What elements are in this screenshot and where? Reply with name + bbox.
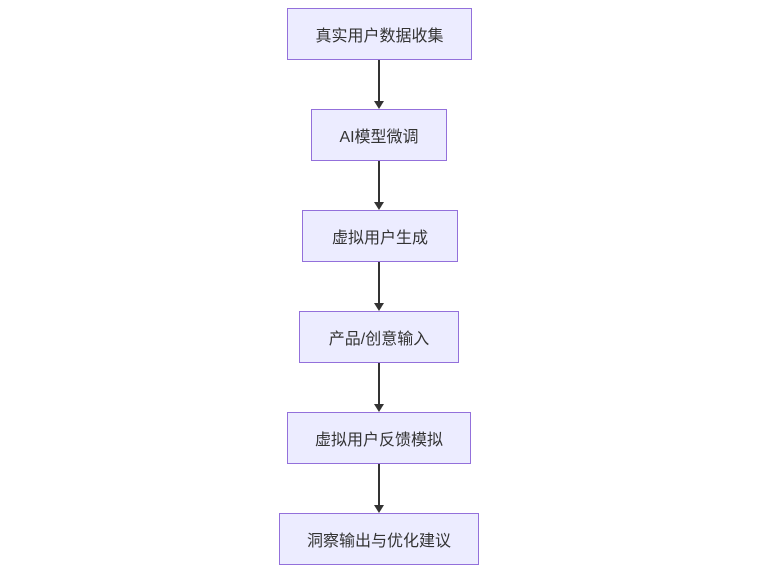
edge-arrow-e-to-f [374, 464, 384, 513]
node-virtual-user-generation: 虚拟用户生成 [302, 210, 458, 262]
edge-arrow-d-to-e [374, 363, 384, 412]
edge-arrow-c-to-d [374, 262, 384, 311]
edge-arrow-b-to-c [374, 161, 384, 210]
node-real-user-data-collection: 真实用户数据收集 [287, 8, 472, 60]
node-ai-model-finetune: AI模型微调 [311, 109, 447, 161]
edge-arrow-a-to-b [374, 60, 384, 109]
node-virtual-user-feedback-simulation: 虚拟用户反馈模拟 [287, 412, 471, 464]
node-product-idea-input: 产品/创意输入 [299, 311, 459, 363]
node-insight-output-optimization: 洞察输出与优化建议 [279, 513, 479, 565]
